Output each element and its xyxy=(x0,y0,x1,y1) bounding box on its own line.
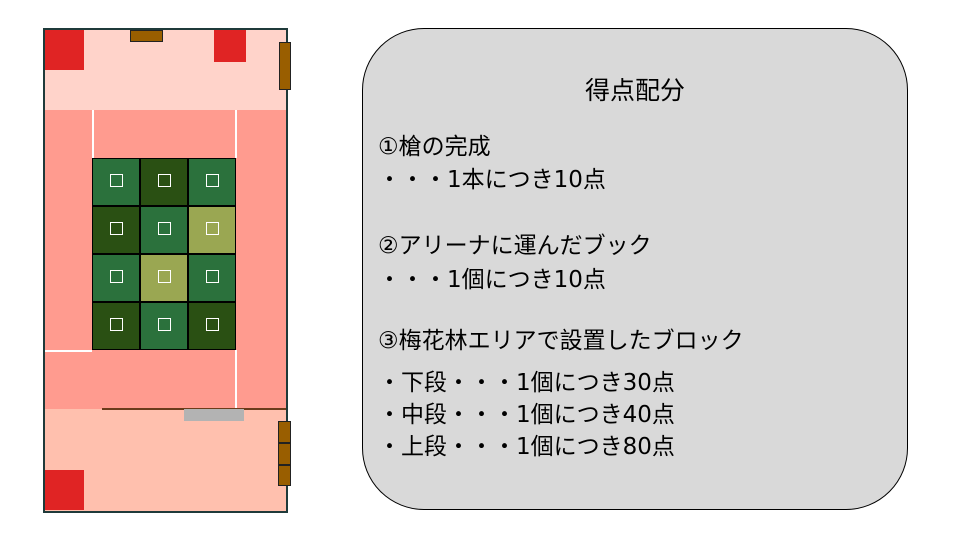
placement-marker xyxy=(158,318,171,331)
rack-bottom-right xyxy=(278,443,291,465)
grid-cell xyxy=(140,302,188,350)
placement-marker xyxy=(206,174,219,187)
placement-marker xyxy=(158,270,171,283)
grid-cell xyxy=(92,302,140,350)
placement-marker xyxy=(206,222,219,235)
grid-cell xyxy=(92,206,140,254)
bottom-zone xyxy=(45,409,286,511)
start-zone-red xyxy=(214,30,246,62)
score-line: ・・・1個につき10点 xyxy=(378,267,606,293)
white-line xyxy=(45,350,92,352)
placement-marker xyxy=(206,318,219,331)
score-line: ・下段・・・1個につき30点 xyxy=(378,370,675,396)
placement-marker xyxy=(110,174,123,187)
grid-cell xyxy=(140,158,188,206)
grid-cell xyxy=(92,254,140,302)
grid-cell xyxy=(140,206,188,254)
rack-right xyxy=(279,42,291,90)
placement-marker xyxy=(110,318,123,331)
score-line: ・・・1本につき10点 xyxy=(378,167,606,193)
rack-bottom-right xyxy=(278,421,291,443)
score-line: ①槍の完成 xyxy=(378,134,491,160)
plum-forest-grid xyxy=(92,158,237,351)
zone-divider-line xyxy=(102,408,286,410)
placement-marker xyxy=(110,270,123,283)
placement-marker xyxy=(158,222,171,235)
placement-marker xyxy=(206,270,219,283)
grid-cell xyxy=(188,254,236,302)
white-line xyxy=(235,350,237,408)
placement-marker xyxy=(110,222,123,235)
start-zone-red xyxy=(45,30,84,70)
rack-bottom-right xyxy=(278,465,291,486)
score-panel: 得点配分 ①槍の完成 ・・・1本につき10点 ②アリーナに運んだブック ・・・1… xyxy=(362,28,908,510)
grid-cell xyxy=(188,302,236,350)
rack-top xyxy=(130,30,163,42)
panel-title: 得点配分 xyxy=(584,76,685,105)
gray-platform xyxy=(184,409,244,421)
grid-cell xyxy=(92,158,140,206)
start-zone-red xyxy=(45,470,84,510)
score-line: ②アリーナに運んだブック xyxy=(378,233,652,259)
score-line: ・中段・・・1個につき40点 xyxy=(378,402,675,428)
score-line: ③梅花林エリアで設置したブロック xyxy=(378,328,744,354)
grid-cell xyxy=(188,206,236,254)
score-line: ・上段・・・1個につき80点 xyxy=(378,434,675,460)
white-line xyxy=(235,110,237,158)
grid-cell xyxy=(140,254,188,302)
grid-cell xyxy=(188,158,236,206)
placement-marker xyxy=(158,174,171,187)
